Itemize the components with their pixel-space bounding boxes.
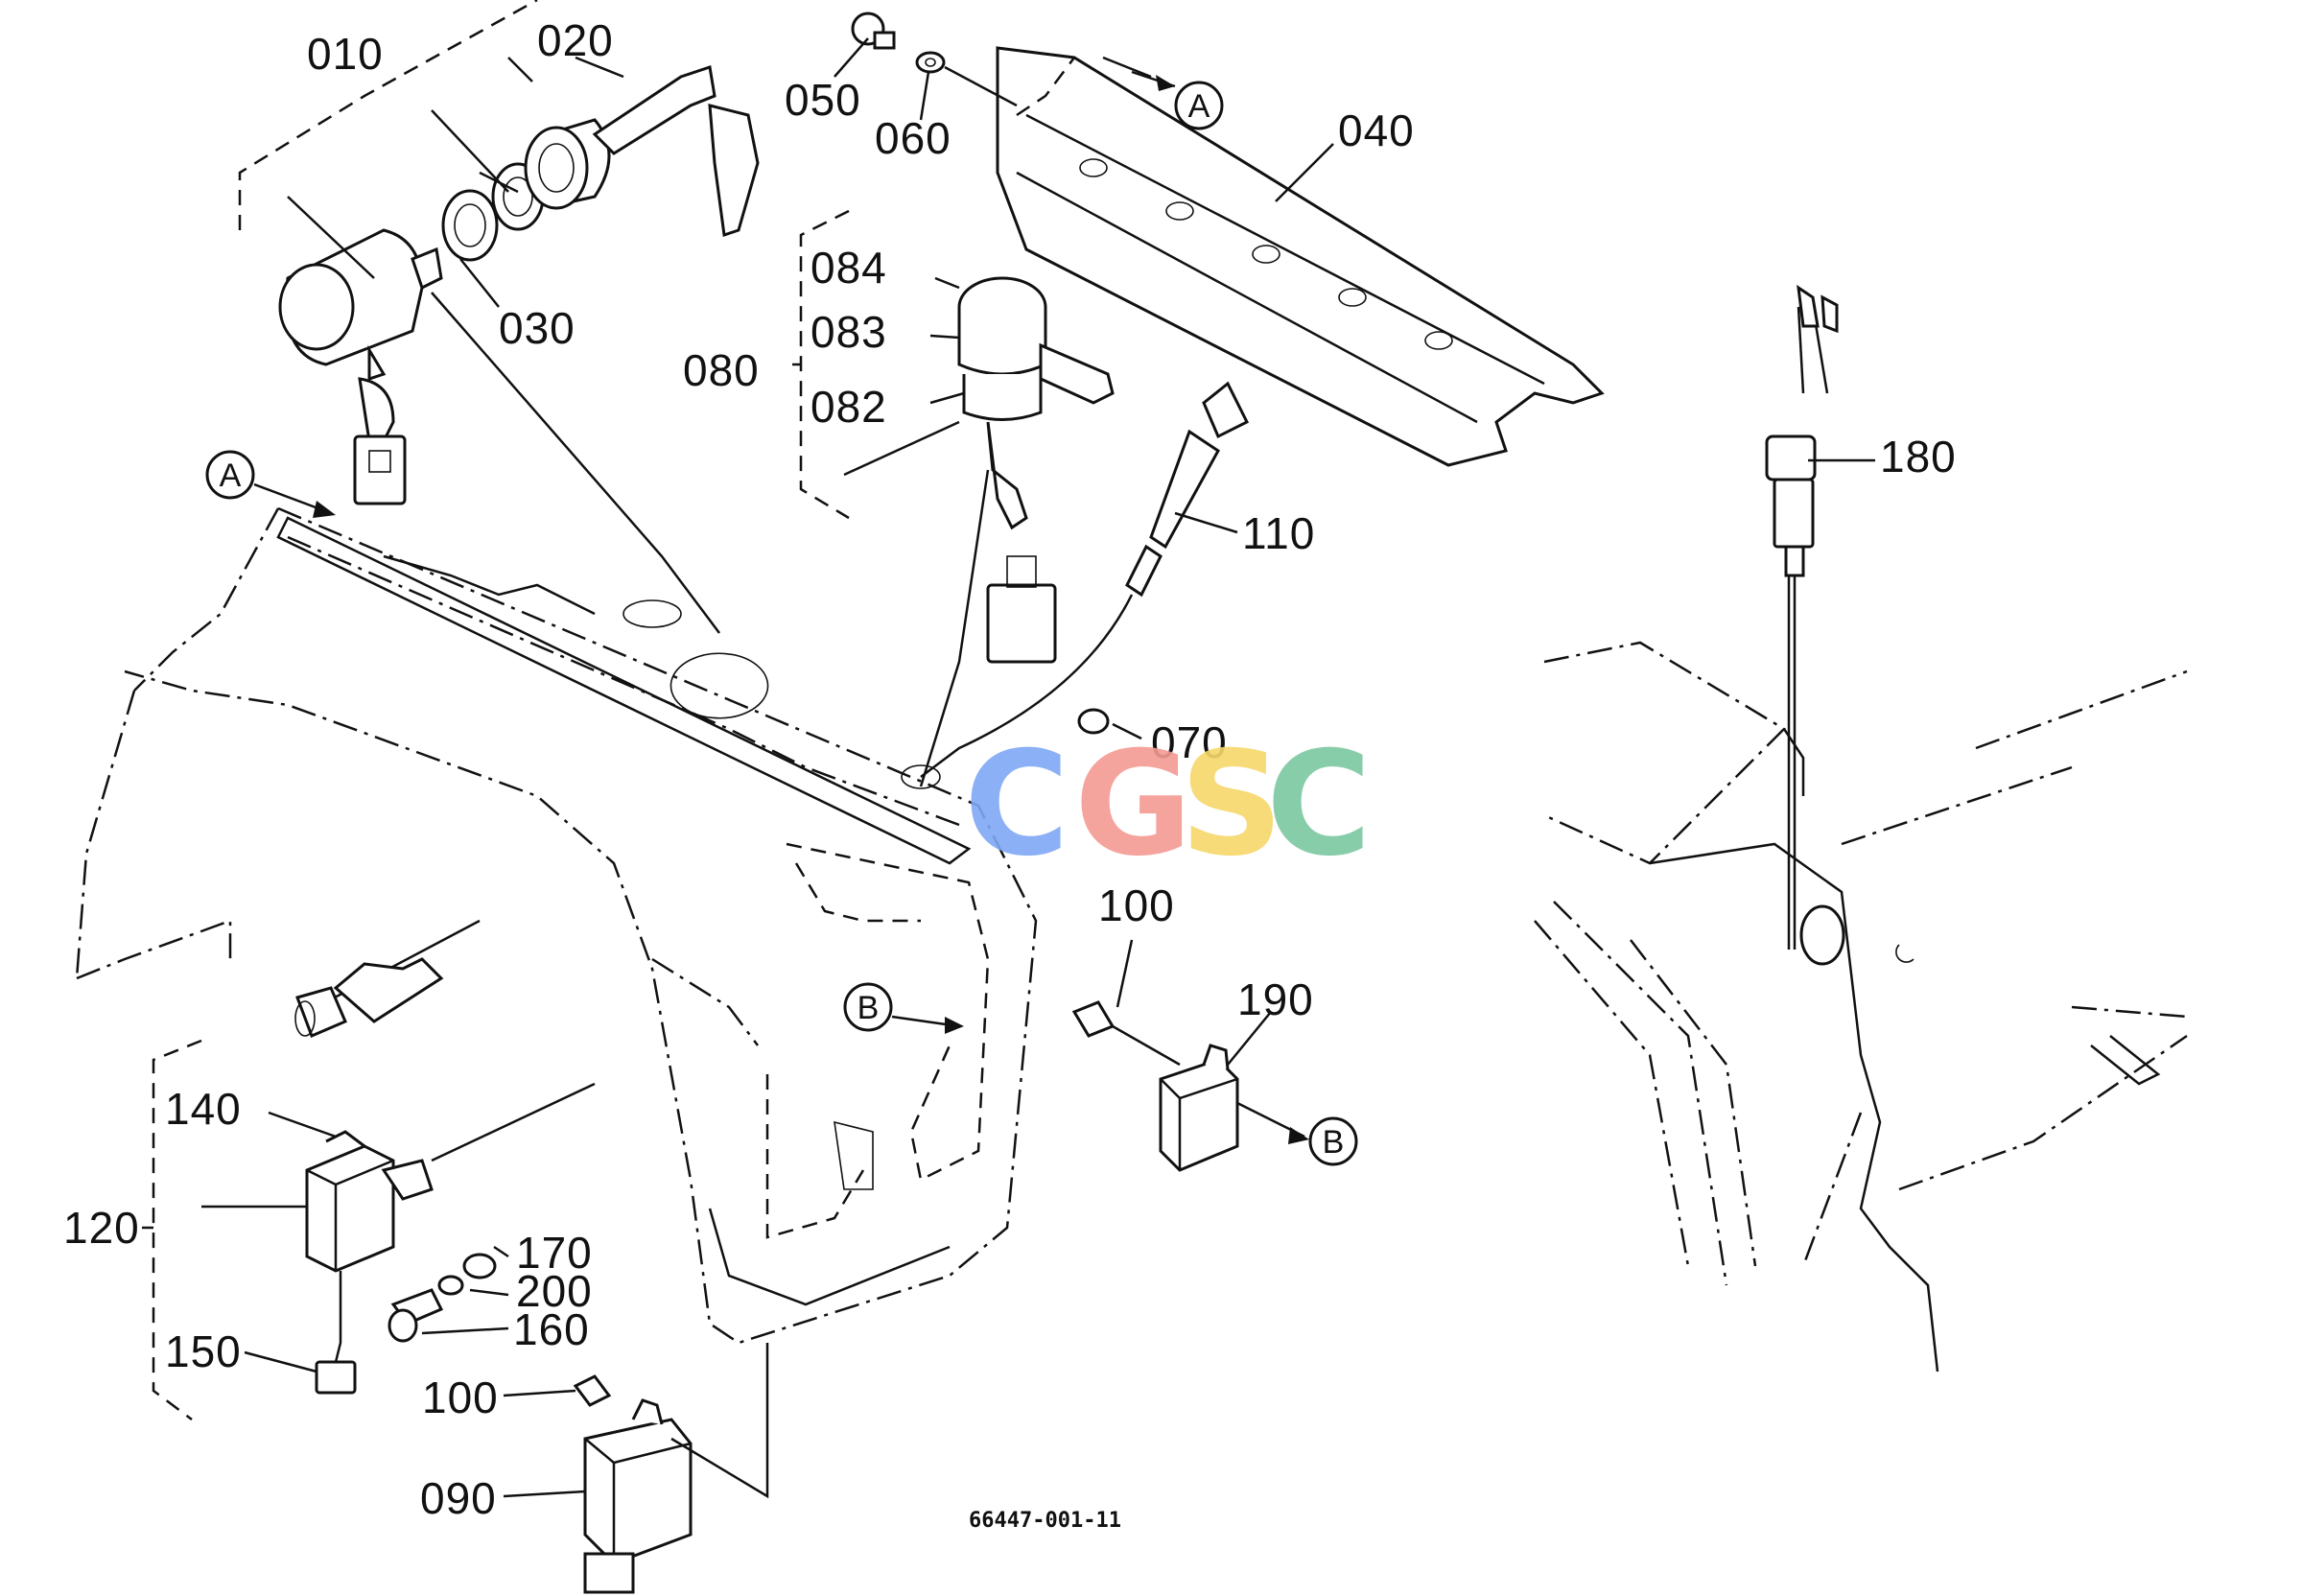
callout-140: 140 [165, 1084, 242, 1134]
callout-030: 030 [499, 303, 576, 353]
ref-b-label: B [857, 990, 880, 1026]
key-switch-assembly [238, 0, 760, 634]
callout-080: 080 [683, 345, 760, 395]
callout-100: 100 [422, 1373, 499, 1422]
dashboard-panel [75, 506, 1038, 1345]
watermark-letter: G [1074, 721, 1192, 888]
timer-assembly [152, 1039, 596, 1420]
callout-090: 090 [420, 1473, 497, 1523]
callout-020: 020 [537, 15, 614, 65]
tachometer-cable [294, 381, 1250, 1038]
watermark-logo: C G S C [964, 721, 1372, 888]
callout-190: 190 [1237, 974, 1314, 1024]
ref-a-label: A [220, 458, 242, 494]
relay-090 [573, 1343, 769, 1594]
relay-190 [1071, 1000, 1305, 1172]
meter-panel [996, 46, 1605, 467]
callout-100: 100 [1098, 880, 1175, 930]
watermark-letter: C [964, 721, 1069, 888]
callout-150: 150 [165, 1326, 242, 1376]
callout-060: 060 [875, 113, 951, 163]
callout-082: 082 [810, 382, 887, 432]
leader-lines [142, 37, 1875, 1498]
callout-120: 120 [63, 1203, 140, 1253]
callout-180: 180 [1880, 432, 1957, 481]
callout-labels: 010 020 030 050 060 040 084 083 080 082 … [63, 15, 1957, 1523]
callout-160: 160 [513, 1304, 590, 1354]
callout-050: 050 [785, 75, 861, 125]
watermark-letter: C [1266, 721, 1372, 888]
drawing-number: 66447-001-11 [969, 1509, 1121, 1533]
watermark-letter: S [1180, 721, 1283, 888]
callout-070: 070 [1151, 717, 1228, 767]
callout-200: 200 [516, 1266, 593, 1316]
callout-084: 084 [810, 243, 887, 293]
ref-a-label: A [1188, 88, 1210, 125]
callout-110: 110 [1242, 508, 1315, 558]
callout-040: 040 [1338, 106, 1415, 155]
fasteners [851, 12, 1018, 107]
callout-083: 083 [810, 307, 887, 357]
callout-010: 010 [307, 29, 384, 79]
indicator-switch-assembly [799, 209, 1115, 787]
grommet [1077, 708, 1110, 735]
callout-170: 170 [516, 1228, 593, 1278]
ref-b-label: B [1323, 1124, 1345, 1161]
reference-markers: A A B B [205, 70, 1358, 1166]
engine-sender [1534, 284, 2188, 1373]
